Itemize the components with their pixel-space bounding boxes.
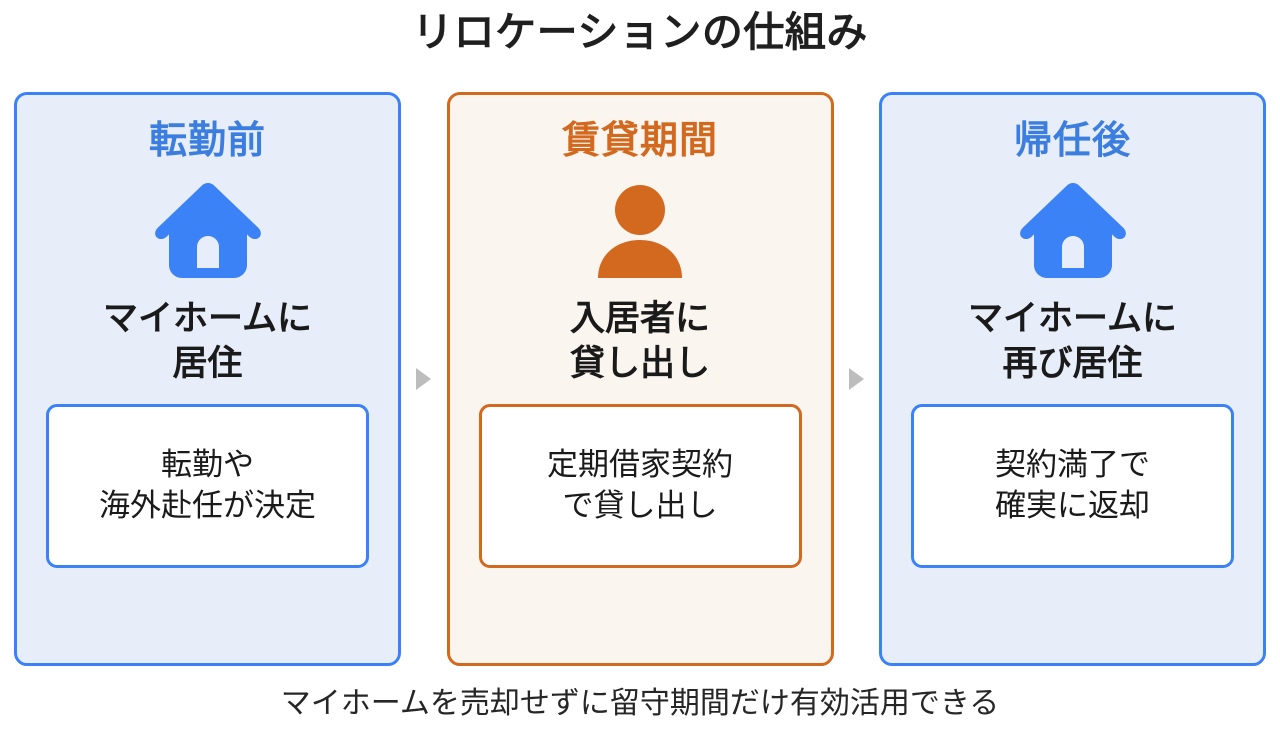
stage-caption: マイホームに 居住: [103, 298, 312, 383]
stage-heading: 転勤前: [148, 120, 266, 162]
stage-card-before-transfer[interactable]: 転勤前 マイホームに 居住 転勤や 海外赴任が決定: [14, 92, 401, 666]
stage-caption: マイホームに 再び居住: [968, 298, 1177, 383]
stage-card-rental-period[interactable]: 賃貸期間 入居者に 貸し出し 定期借家契約 で貸し出し: [446, 92, 834, 666]
stage-caption: 入居者に 貸し出し: [569, 298, 710, 383]
person-icon: [584, 177, 696, 285]
stage-heading: 帰任後: [1013, 120, 1131, 162]
stage-heading: 賃貸期間: [561, 120, 718, 162]
stage-detail-box: 転勤や 海外赴任が決定: [46, 404, 369, 569]
page-title: リロケーションの仕組み: [412, 9, 868, 55]
stage-card-after-return[interactable]: 帰任後 マイホームに 再び居住 契約満了で 確実に返却: [879, 92, 1266, 666]
process-flow: 転勤前 マイホームに 居住 転勤や 海外赴任が決定 賃貸期間: [14, 92, 1266, 666]
home-icon: [1017, 177, 1129, 285]
stage-detail-box: 定期借家契約 で貸し出し: [478, 404, 802, 569]
flow-arrow-2: [834, 92, 878, 666]
flow-arrow-1: [402, 92, 446, 666]
stage-detail-box: 契約満了で 確実に返却: [911, 404, 1234, 569]
arrow-right-icon: [416, 368, 432, 390]
arrow-right-icon: [848, 368, 864, 390]
footer-caption: マイホームを売却せずに留守期間だけ有効活用できる: [280, 687, 1000, 720]
home-icon: [152, 177, 264, 285]
